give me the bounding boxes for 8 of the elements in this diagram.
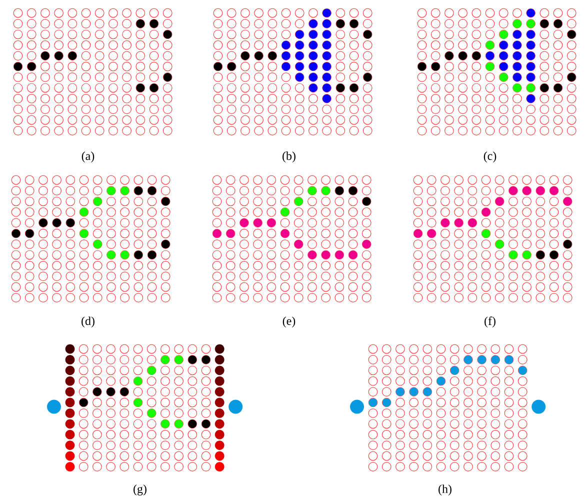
panel-label: (a) [82, 152, 94, 162]
panel-label: (h) [438, 484, 452, 496]
panel-label: (e) [282, 316, 296, 328]
panel-label: (d) [82, 316, 94, 328]
panel-label: (c) [484, 152, 496, 162]
panel-label: (f) [484, 316, 496, 328]
panel-label: (b) [282, 152, 296, 162]
panel-label: (g) [134, 484, 146, 496]
